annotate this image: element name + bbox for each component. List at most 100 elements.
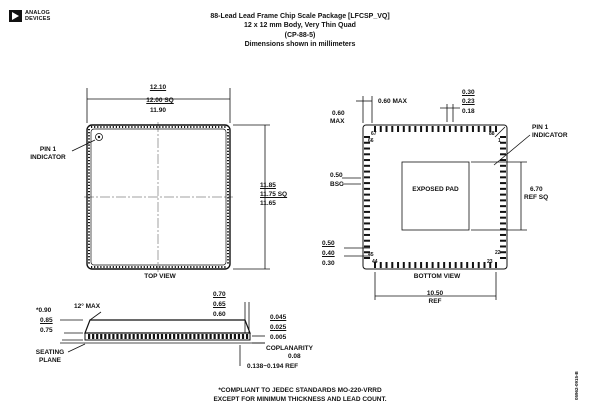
footnote-line-1: *COMPLIANT TO JEDEC STANDARDS MO-220-VRR… bbox=[218, 387, 382, 394]
lead-pad bbox=[448, 126, 451, 132]
lead-pad bbox=[364, 141, 370, 144]
lead-pad bbox=[134, 266, 136, 268]
lead-pad bbox=[374, 126, 376, 132]
standoff-nom: 0.025 bbox=[270, 324, 287, 331]
lead-pad bbox=[162, 126, 164, 128]
lead-pad bbox=[115, 266, 117, 268]
lead-length-nom: 0.40 bbox=[322, 250, 335, 257]
top-view-caption: TOP VIEW bbox=[144, 273, 176, 280]
side-lead bbox=[221, 334, 224, 339]
side-lead bbox=[88, 334, 91, 339]
lead-pad bbox=[227, 225, 229, 227]
lead-pad bbox=[88, 240, 90, 242]
lead-pad bbox=[156, 266, 158, 268]
lead-pad bbox=[215, 126, 217, 128]
lead-pad bbox=[88, 135, 90, 137]
coplanarity-label: COPLANARITY bbox=[266, 345, 313, 352]
lead-pad bbox=[88, 194, 90, 196]
lead-pad bbox=[364, 153, 370, 156]
lead-pad bbox=[100, 126, 102, 128]
pin-45-label: 45 bbox=[368, 252, 374, 258]
lead-pad bbox=[500, 159, 506, 162]
lead-pad bbox=[227, 209, 229, 211]
lead-pad bbox=[97, 266, 99, 268]
lead-pad bbox=[414, 126, 417, 132]
lead-pad bbox=[143, 126, 145, 128]
lead-pad bbox=[227, 129, 229, 131]
lead-pad bbox=[131, 126, 133, 128]
pin-1-label: 1 bbox=[498, 138, 501, 144]
lead-pad bbox=[489, 126, 492, 132]
lead-pad bbox=[88, 138, 90, 140]
lead-pad bbox=[454, 126, 457, 132]
lead-pad bbox=[364, 205, 370, 208]
pitch-value: 0.50 bbox=[330, 172, 343, 179]
lead-pad bbox=[364, 222, 370, 225]
lead-pad bbox=[448, 262, 451, 268]
side-lead bbox=[233, 334, 236, 339]
lead-pad bbox=[431, 126, 434, 132]
lead-range: 0.138~0.194 REF bbox=[247, 363, 299, 370]
lead-pad bbox=[454, 262, 457, 268]
lead-pad bbox=[483, 126, 486, 132]
lead-pad bbox=[460, 126, 463, 132]
lead-pad bbox=[460, 262, 463, 268]
lead-pad bbox=[88, 175, 90, 177]
lead-pad bbox=[500, 251, 506, 254]
lead-pad bbox=[106, 266, 108, 268]
lead-pad bbox=[364, 176, 370, 179]
side-lead bbox=[201, 334, 204, 339]
top-height-nom: 11.75 SQ bbox=[260, 191, 288, 198]
side-lead bbox=[156, 334, 160, 339]
lead-pad bbox=[103, 266, 105, 268]
lead-pad bbox=[88, 144, 90, 146]
side-lead bbox=[144, 334, 147, 339]
top-width-max: 12.10 bbox=[149, 84, 167, 91]
lead-pad bbox=[227, 243, 229, 245]
lead-length-min: 0.30 bbox=[322, 260, 335, 267]
lead-pad bbox=[420, 262, 423, 268]
side-lead bbox=[189, 334, 192, 339]
lead-pad bbox=[88, 181, 90, 183]
lead-pad bbox=[500, 245, 506, 248]
bottom-view-caption: BOTTOM VIEW bbox=[413, 273, 461, 280]
lead-pad bbox=[88, 163, 90, 165]
lead-pad bbox=[140, 126, 142, 128]
lead-pad bbox=[156, 126, 158, 128]
side-lead bbox=[213, 334, 216, 339]
lead-pad bbox=[199, 266, 201, 268]
top-pin1-label-2: INDICATOR bbox=[30, 154, 66, 161]
lead-pad bbox=[466, 262, 469, 268]
lead-pad bbox=[227, 150, 229, 152]
lead-pad bbox=[211, 266, 214, 268]
lead-pad bbox=[364, 170, 370, 173]
lead-pad bbox=[140, 266, 142, 268]
lead-pad bbox=[227, 222, 229, 224]
lead-pad bbox=[408, 262, 411, 268]
lead-pad bbox=[88, 187, 90, 190]
lead-pad bbox=[500, 187, 506, 190]
lead-pad bbox=[227, 175, 229, 177]
lead-pad bbox=[202, 266, 204, 268]
lead-pad bbox=[364, 147, 370, 150]
side-lead bbox=[245, 334, 249, 339]
side-lead bbox=[136, 334, 139, 339]
lead-pad bbox=[184, 266, 186, 268]
lead-pad bbox=[379, 262, 382, 268]
side-lead bbox=[152, 334, 155, 339]
top-height-max: 11.85 bbox=[260, 182, 276, 189]
lead-pad bbox=[227, 163, 229, 165]
mold-angle: 12° MAX bbox=[74, 303, 101, 310]
lead-pad bbox=[364, 199, 370, 202]
side-lead bbox=[104, 334, 107, 339]
lead-pad bbox=[227, 160, 229, 162]
bottom-max-label-2: MAX bbox=[330, 118, 345, 125]
lead-pad bbox=[364, 164, 370, 167]
lead-pad bbox=[471, 262, 474, 268]
lead-pad bbox=[500, 257, 506, 259]
lead-pad bbox=[134, 126, 136, 128]
lead-pad bbox=[500, 141, 506, 144]
lead-pad bbox=[227, 203, 229, 205]
lead-pad bbox=[91, 126, 93, 128]
lead-pad bbox=[227, 181, 229, 183]
